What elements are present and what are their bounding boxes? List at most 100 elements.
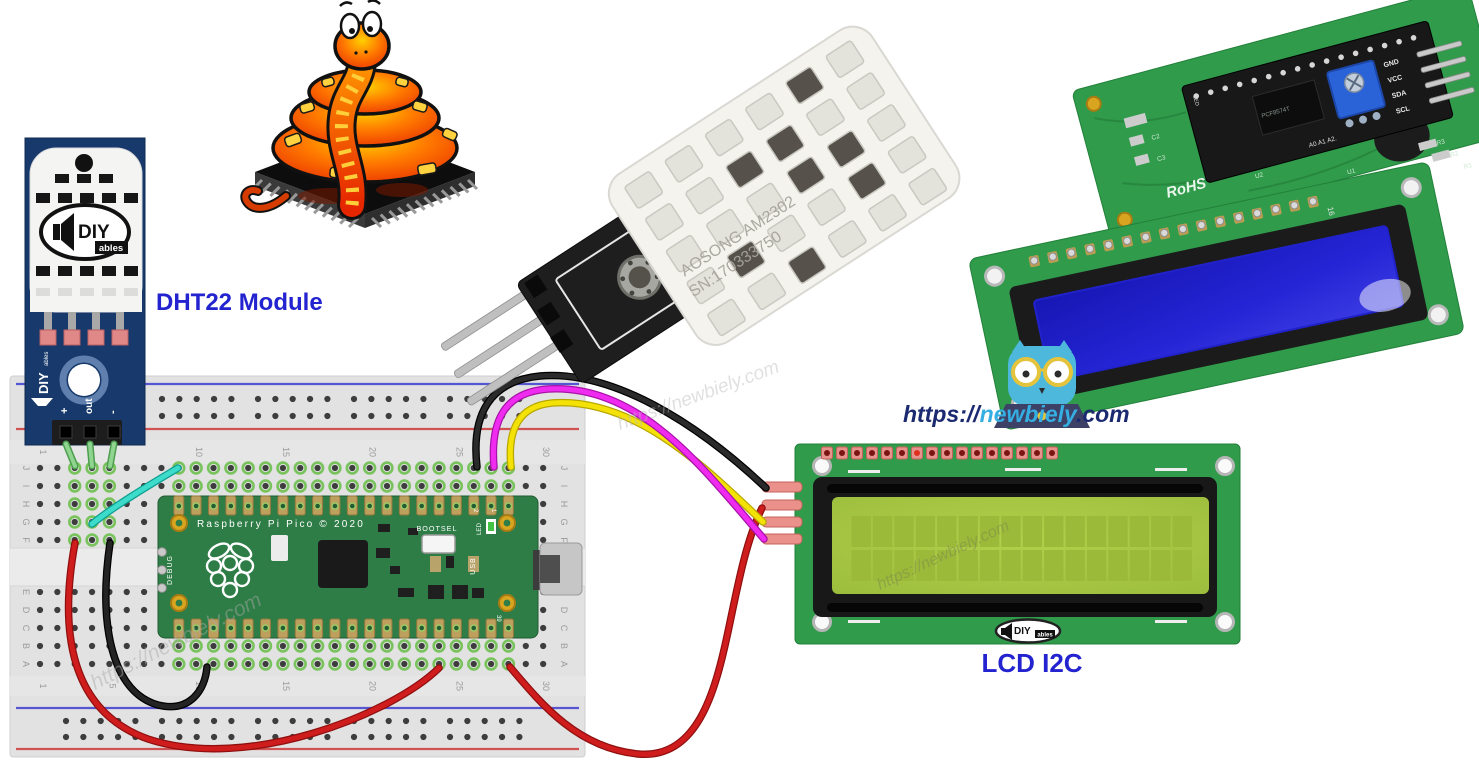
- tie-point-ring: [276, 461, 290, 475]
- breadboard-hole: [71, 482, 78, 490]
- dht22-legs: [39, 312, 129, 346]
- tie-point-ring: [189, 479, 203, 493]
- mount-hole: [984, 265, 1006, 287]
- lcd-mount-hole: [1215, 456, 1235, 476]
- sensor-case: [607, 25, 961, 346]
- solder-pin: [1067, 248, 1076, 257]
- lcd-char-cell: [958, 550, 978, 581]
- chip-pin: [347, 216, 360, 229]
- debug-pad: [157, 547, 167, 557]
- rail-hole: [62, 717, 70, 725]
- breadboard-hole: [158, 642, 165, 650]
- breadboard-hole: [262, 642, 269, 650]
- tie-point-ring: [206, 461, 221, 475]
- rail-hole: [254, 395, 262, 403]
- snake-belly-stripes: [334, 61, 369, 206]
- diyables-brand: DIY: [36, 372, 51, 394]
- silk-dash: [1005, 468, 1041, 471]
- breadboard-hole: [540, 518, 547, 526]
- breadboard-hole: [540, 642, 547, 650]
- chip-pin: [466, 178, 479, 191]
- lcd-char-cell: [958, 516, 978, 547]
- sensor-grille-slot: [664, 145, 704, 183]
- breadboard-hole: [88, 482, 96, 490]
- diyables-logo: DIY ables: [39, 203, 131, 261]
- component-ref: C2: [1151, 133, 1161, 142]
- diyables-sub: ables: [99, 243, 123, 254]
- dht22-sensor-slots-light: [36, 288, 138, 296]
- breadboard-hole: [88, 588, 96, 596]
- lcd-char-cell: [1065, 550, 1085, 581]
- sensor-grille-slot: [745, 92, 784, 131]
- pico-component: [378, 524, 390, 532]
- dot: [629, 290, 635, 296]
- sensor-pin: [453, 311, 551, 379]
- tie-point-ring: [189, 657, 203, 671]
- tie-point-ring: [310, 639, 325, 653]
- breadboard-hole: [71, 588, 78, 596]
- sensor-grille-slot: [826, 130, 866, 168]
- backpack-pin-label: VCC: [1387, 74, 1403, 85]
- pico-component: [271, 535, 288, 561]
- pico-mount-hole-center: [503, 599, 511, 607]
- breadboard-hole: [314, 642, 321, 650]
- sensor-grille-slot: [806, 98, 845, 136]
- breadboard-hole: [262, 482, 269, 490]
- row-letter: J: [21, 466, 31, 471]
- tie-point-ring: [206, 479, 221, 493]
- website-name: newbiely: [980, 401, 1078, 427]
- sensor-slot: [58, 288, 72, 296]
- pico-pad-hole: [192, 502, 200, 510]
- sensor-leg: [68, 312, 76, 332]
- rail-hole: [193, 733, 200, 741]
- smd-components: [1123, 112, 1451, 166]
- rail-hole: [62, 733, 70, 741]
- tie-point-ring: [397, 479, 412, 493]
- pico-led-label: LED: [476, 522, 483, 535]
- dht22-lead: [88, 442, 94, 468]
- breadboard-hole: [331, 464, 339, 472]
- column-label: 20: [368, 447, 378, 457]
- lcd-char-cell: [937, 516, 957, 547]
- dht22-sensor-hole: [75, 154, 93, 172]
- website-tld: .com: [1076, 401, 1130, 427]
- sensor-slot: [102, 266, 116, 276]
- rail-hole: [97, 733, 104, 741]
- breadboard-hole: [54, 536, 61, 544]
- scale: [395, 76, 409, 88]
- lcd-char-cell: [1151, 550, 1171, 581]
- sensor-slot: [36, 266, 50, 276]
- pico-pad-hole: [331, 502, 339, 510]
- tie-point-ring: [449, 479, 464, 493]
- solder-blob: [1345, 119, 1354, 128]
- rail-hole: [481, 717, 488, 725]
- owl-pupil: [1022, 370, 1030, 378]
- breadboard-hole: [54, 482, 61, 490]
- usb-connector-clip: [533, 550, 543, 590]
- breadboard-hole: [401, 642, 408, 650]
- breadboard-hole: [123, 536, 130, 544]
- sensor-slot: [77, 174, 91, 183]
- laptop-logo-dot: [1037, 411, 1047, 421]
- breadboard-hole: [54, 500, 61, 508]
- row-letter: I: [21, 485, 31, 488]
- screw-cross: [1346, 74, 1363, 91]
- rail-hole: [420, 717, 427, 725]
- rail-hole: [210, 717, 218, 725]
- pico-component: [428, 585, 444, 599]
- breadboard-hole: [540, 660, 547, 668]
- breadboard-hole: [540, 500, 547, 508]
- lcd-pin-hole: [884, 450, 890, 456]
- pico-pad-hole: [279, 624, 287, 632]
- wires-left: [64, 464, 443, 753]
- lcd-pin-hole: [1049, 450, 1055, 456]
- breadboard-hole: [227, 482, 234, 490]
- tie-point-ring: [467, 657, 481, 671]
- rail-hole: [114, 733, 122, 741]
- wires-right: [472, 371, 770, 758]
- header-hole: [59, 425, 73, 439]
- breadboard-hole: [383, 464, 391, 472]
- rail-hole: [402, 733, 410, 741]
- header-pin: [1222, 85, 1229, 92]
- tie-point-ring: [362, 657, 377, 671]
